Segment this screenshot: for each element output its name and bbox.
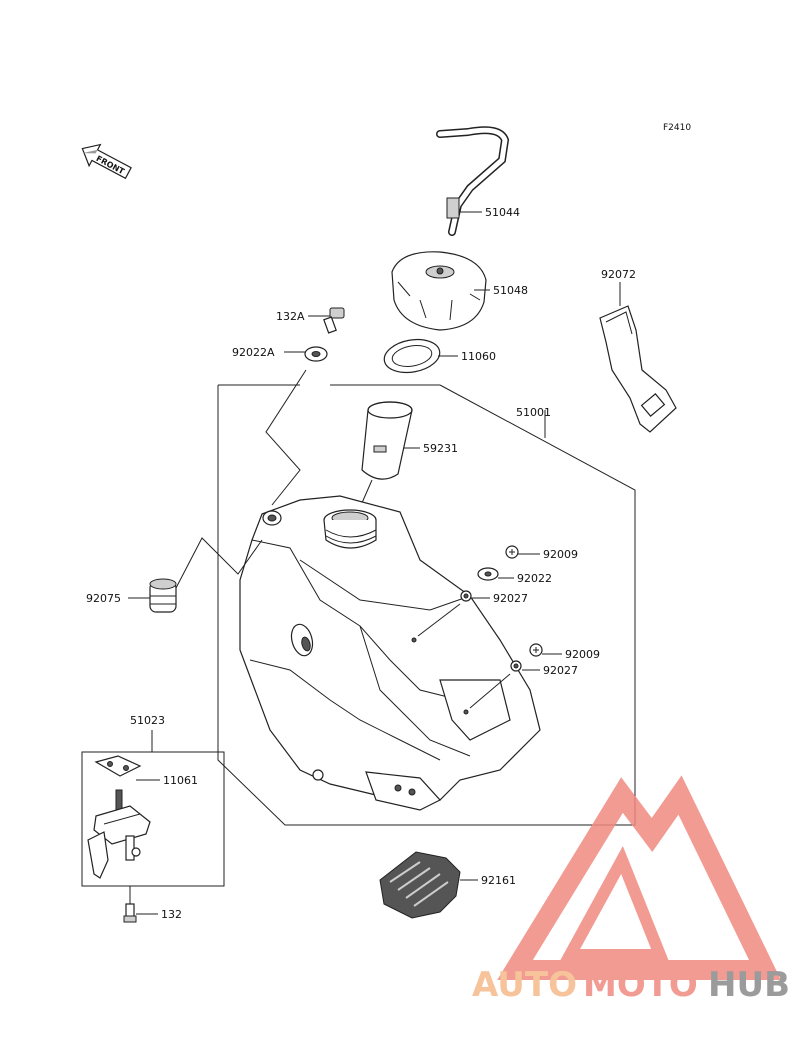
label-92075: 92075 — [86, 592, 121, 605]
washer-92022 — [477, 567, 499, 581]
label-92027-lower: 92027 — [543, 664, 578, 677]
fuel-cap-51048 — [391, 251, 487, 331]
label-92022a: 92022A — [232, 346, 275, 359]
gasket-11060 — [383, 338, 441, 374]
label-51023: 51023 — [130, 714, 165, 727]
label-11060: 11060 — [461, 350, 496, 363]
damper-92075 — [149, 578, 177, 613]
fuel-cock-51023 — [87, 789, 151, 879]
screw-92009-upper — [505, 545, 519, 559]
breather-hose-51044 — [436, 126, 510, 236]
label-59231: 59231 — [423, 442, 458, 455]
gasket-11061 — [94, 755, 142, 777]
label-11061: 11061 — [163, 774, 198, 787]
label-132a: 132A — [276, 310, 305, 323]
figure-code: F2410 — [663, 123, 691, 133]
label-92072: 92072 — [601, 268, 636, 281]
strap-92072 — [599, 305, 677, 433]
watermark-moto: MOTO — [583, 965, 698, 1005]
label-92022: 92022 — [517, 572, 552, 585]
pad-92161 — [379, 851, 461, 919]
label-132: 132 — [161, 908, 182, 921]
automotohub-watermark-logo: AUTO MOTO HUB — [472, 775, 790, 1005]
bolt-132a — [323, 307, 345, 334]
label-51048: 51048 — [493, 284, 528, 297]
fuel-tank-51001 — [239, 495, 541, 811]
screw-92009-lower — [529, 643, 543, 657]
label-51001: 51001 — [516, 406, 551, 419]
washer-92022a — [304, 346, 328, 362]
label-51044: 51044 — [485, 206, 520, 219]
label-92161: 92161 — [481, 874, 516, 887]
label-92009-lower: 92009 — [565, 648, 600, 661]
watermark-auto: AUTO — [472, 965, 577, 1005]
collar-92027-upper — [460, 590, 472, 602]
front-arrow-icon: FRONT — [81, 143, 132, 180]
filter-59231 — [361, 401, 413, 480]
collar-92027-lower — [510, 660, 522, 672]
bolt-132 — [123, 886, 137, 923]
label-92009-upper: 92009 — [543, 548, 578, 561]
label-92027-upper: 92027 — [493, 592, 528, 605]
watermark-hub: HUB — [708, 965, 790, 1005]
fuel-cock-box — [81, 751, 225, 887]
